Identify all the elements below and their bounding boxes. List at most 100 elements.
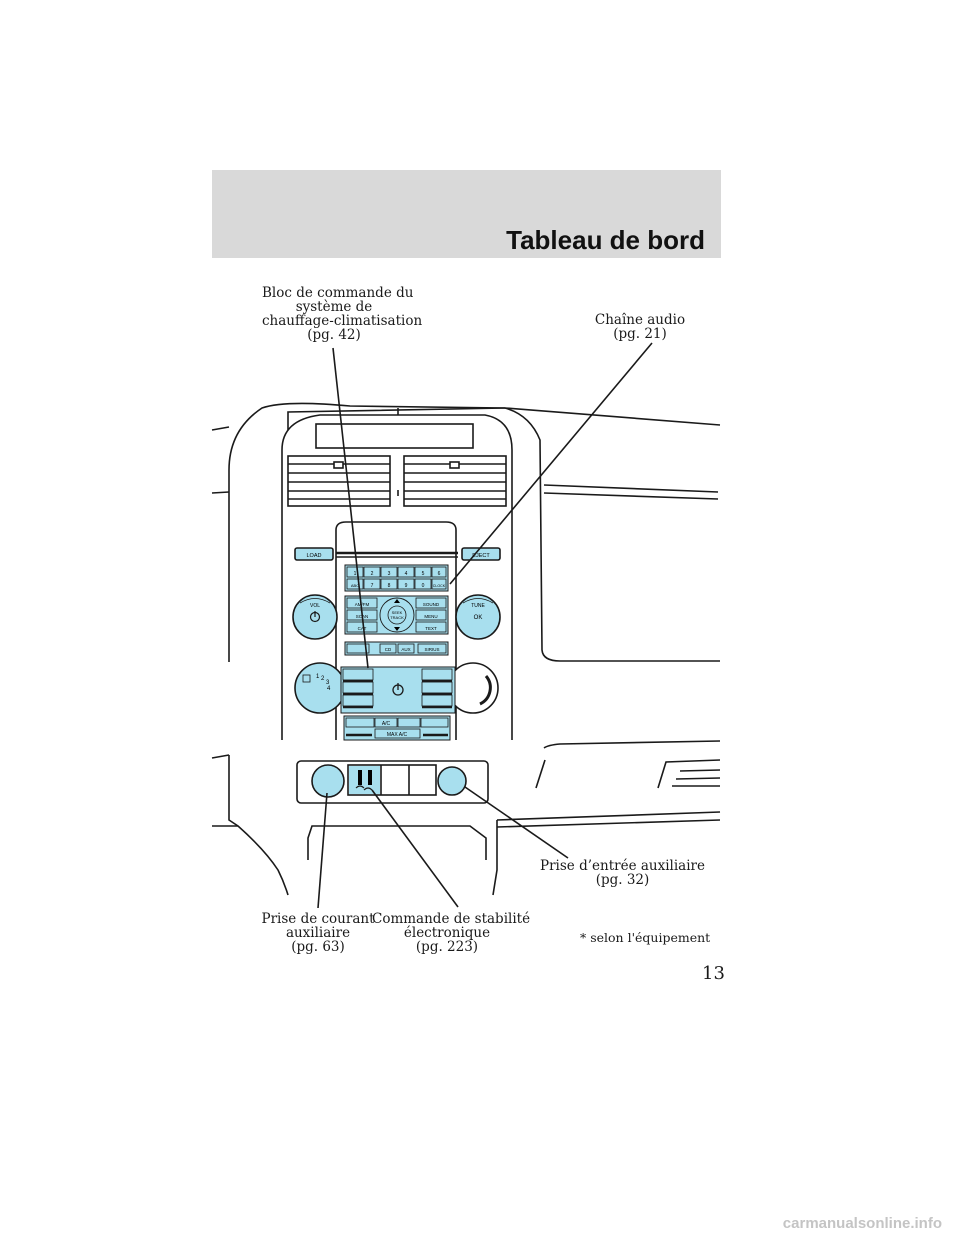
abc-button[interactable] bbox=[346, 578, 364, 590]
callout-line: (pg. 32) bbox=[595, 872, 650, 888]
preset-5-label: 5 bbox=[422, 571, 425, 577]
menu-label: MENU bbox=[424, 614, 437, 619]
callout-stability-control: Commande de stabilité électronique (pg. … bbox=[372, 911, 531, 955]
clock-button[interactable] bbox=[431, 578, 447, 590]
preset-0-button[interactable] bbox=[414, 578, 432, 590]
aux-label: AUX bbox=[401, 647, 410, 652]
sound-label: SOUND bbox=[423, 602, 440, 607]
recirculation-button[interactable] bbox=[397, 717, 421, 728]
cat-button[interactable] bbox=[346, 621, 378, 633]
preset-1-label: 1 bbox=[354, 571, 357, 577]
callout-line: Bloc de commande du bbox=[262, 285, 414, 301]
aux-button[interactable] bbox=[397, 643, 415, 654]
climate-lower-buttons: A/C MAX A/C bbox=[343, 715, 451, 741]
tune-label: TUNE bbox=[471, 603, 485, 609]
seek-down-icon bbox=[394, 627, 400, 631]
cd-button[interactable] bbox=[379, 643, 397, 654]
seek-up-icon bbox=[394, 599, 400, 603]
preset-4-label: 4 bbox=[405, 571, 408, 577]
fan-speed-4: 4 bbox=[327, 686, 331, 692]
ac-button[interactable] bbox=[374, 717, 398, 728]
am-fm-label: AM/FM bbox=[355, 602, 370, 607]
load-button[interactable] bbox=[294, 547, 334, 561]
right-air-vent bbox=[403, 455, 507, 507]
preset-7-button[interactable] bbox=[363, 578, 381, 590]
ok-label: OK bbox=[474, 615, 483, 621]
panel-floor-button[interactable] bbox=[421, 668, 453, 681]
volume-knob[interactable]: VOL bbox=[292, 594, 338, 640]
text-label: TEXT bbox=[425, 626, 437, 631]
callout-audio-system: Chaîne audio (pg. 21) bbox=[580, 313, 700, 341]
preset-2-button[interactable] bbox=[363, 566, 381, 578]
defrost-button[interactable] bbox=[342, 694, 374, 707]
front-defrost-button[interactable] bbox=[420, 717, 449, 728]
text-button[interactable] bbox=[415, 621, 447, 633]
climate-control-panel bbox=[340, 666, 456, 714]
preset-8-label: 8 bbox=[388, 583, 391, 589]
callout-line: (pg. 63) bbox=[291, 939, 345, 955]
callout-line: électronique bbox=[403, 925, 491, 941]
clock-label: CLOCK bbox=[433, 584, 446, 588]
fan-speed-1: 1 bbox=[316, 674, 320, 680]
floor-defrost-button[interactable] bbox=[421, 681, 453, 694]
max-ac-button[interactable] bbox=[374, 728, 421, 739]
callout-line: Prise d’entrée auxiliaire bbox=[540, 858, 705, 874]
preset-3-label: 3 bbox=[388, 571, 391, 577]
fan-speed-2: 2 bbox=[321, 676, 325, 682]
preset-buttons: 1 2 3 4 5 6 ABC 7 8 9 0 CLOCK bbox=[344, 564, 449, 592]
callout-line: auxiliaire bbox=[285, 925, 351, 941]
cd-label: CD bbox=[385, 647, 392, 652]
page-title: Tableau de bord bbox=[506, 225, 705, 255]
preset-1-button[interactable] bbox=[346, 566, 364, 578]
vol-label: VOL bbox=[310, 603, 320, 609]
header-band: Tableau de bord bbox=[212, 170, 721, 258]
sirius-label: SIRIUS bbox=[424, 647, 439, 652]
callout-line: (pg. 223) bbox=[415, 939, 479, 955]
preset-9-button[interactable] bbox=[397, 578, 415, 590]
preset-6-button[interactable] bbox=[431, 566, 447, 578]
callout-line: Commande de stabilité bbox=[372, 911, 531, 927]
preset-5-button[interactable] bbox=[414, 566, 432, 578]
aux-audio-jack[interactable] bbox=[437, 766, 467, 796]
preset-0-label: 0 bbox=[422, 583, 425, 589]
load-label: LOAD bbox=[307, 553, 322, 559]
preset-8-button[interactable] bbox=[380, 578, 398, 590]
recirc-vent-button[interactable] bbox=[421, 694, 453, 707]
leader-lines bbox=[317, 342, 653, 909]
source-buttons: CD AUX SIRIUS bbox=[344, 641, 449, 656]
tune-knob[interactable]: TUNE OK bbox=[455, 594, 501, 640]
callout-line: (pg. 42) bbox=[307, 327, 361, 343]
watermark: carmanualsonline.info bbox=[782, 1215, 942, 1232]
sirius-button[interactable] bbox=[417, 643, 447, 654]
eject-label: EJECT bbox=[472, 553, 490, 559]
page-number: 13 bbox=[702, 963, 725, 984]
callout-power-point: Prise de courant auxiliaire (pg. 63) bbox=[258, 912, 378, 954]
preset-3-button[interactable] bbox=[380, 566, 398, 578]
left-air-vent bbox=[287, 455, 391, 507]
callout-line: système de bbox=[295, 299, 373, 315]
seek-label: SEEK bbox=[392, 610, 403, 615]
callout-line: chauffage-climatisation bbox=[262, 313, 423, 329]
callout-line: Prise de courant bbox=[261, 911, 375, 927]
right-dash-vent bbox=[657, 759, 721, 789]
menu-button[interactable] bbox=[415, 609, 447, 621]
sound-button[interactable] bbox=[415, 597, 447, 609]
face-vent-button[interactable] bbox=[342, 668, 374, 681]
callout-hvac-controls: Bloc de commande du système de chauffage… bbox=[262, 285, 423, 343]
callout-aux-input-jack: Prise d’entrée auxiliaire (pg. 32) bbox=[535, 859, 710, 887]
preset-9-label: 9 bbox=[405, 583, 408, 589]
callout-line: (pg. 21) bbox=[613, 326, 667, 342]
equipment-footnote: * selon l'équipement bbox=[580, 930, 711, 945]
abc-label: ABC bbox=[351, 583, 359, 588]
fan-speed-knob[interactable]: 1 2 3 4 bbox=[294, 662, 346, 714]
track-label: TRACK bbox=[390, 615, 404, 620]
callout-line: Chaîne audio bbox=[594, 312, 686, 328]
max-ac-label: MAX A/C bbox=[387, 732, 408, 738]
preset-4-button[interactable] bbox=[397, 566, 415, 578]
floor-vent-button[interactable] bbox=[342, 681, 374, 694]
rear-defrost-button[interactable] bbox=[345, 717, 375, 728]
temperature-knob[interactable] bbox=[447, 662, 499, 714]
preset-6-label: 6 bbox=[438, 571, 441, 577]
power-point[interactable] bbox=[311, 764, 345, 798]
